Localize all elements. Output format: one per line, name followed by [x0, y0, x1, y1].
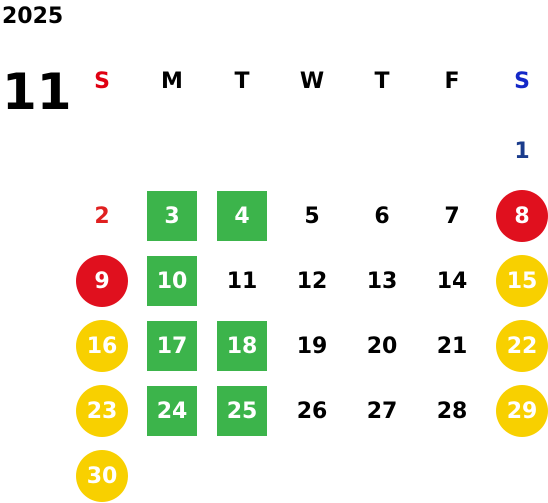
year-label: 2025 — [2, 4, 64, 29]
weekday-header-friday: F — [444, 68, 460, 94]
weekday-header-wednesday: W — [299, 68, 325, 94]
day-cell-24: 24 — [147, 386, 197, 436]
day-cell-13: 13 — [366, 268, 398, 294]
day-cell-6: 6 — [374, 203, 390, 229]
weekday-header-monday: M — [161, 68, 183, 94]
day-cell-5: 5 — [304, 203, 320, 229]
day-cell-1: 1 — [514, 138, 530, 164]
day-cell-3: 3 — [147, 191, 197, 241]
day-cell-27: 27 — [366, 398, 398, 424]
day-cell-21: 21 — [436, 333, 468, 359]
day-cell-26: 26 — [296, 398, 328, 424]
day-cell-2: 2 — [94, 203, 110, 229]
weekday-header-tuesday: T — [234, 68, 250, 94]
day-cell-17: 17 — [147, 321, 197, 371]
weekday-header-sunday: S — [94, 68, 110, 94]
day-cell-7: 7 — [444, 203, 460, 229]
day-cell-18: 18 — [217, 321, 267, 371]
weekday-header-thursday: T — [374, 68, 390, 94]
day-cell-14: 14 — [436, 268, 468, 294]
day-cell-12: 12 — [296, 268, 328, 294]
day-cell-9: 9 — [76, 255, 128, 307]
day-cell-23: 23 — [76, 385, 128, 437]
day-cell-22: 22 — [496, 320, 548, 372]
day-cell-11: 11 — [226, 268, 258, 294]
day-cell-16: 16 — [76, 320, 128, 372]
day-cell-10: 10 — [147, 256, 197, 306]
day-cell-30: 30 — [76, 450, 128, 502]
weekday-header-saturday: S — [514, 68, 530, 94]
day-cell-29: 29 — [496, 385, 548, 437]
day-cell-19: 19 — [296, 333, 328, 359]
day-cell-8: 8 — [496, 190, 548, 242]
day-cell-4: 4 — [217, 191, 267, 241]
day-cell-28: 28 — [436, 398, 468, 424]
day-cell-20: 20 — [366, 333, 398, 359]
day-cell-15: 15 — [496, 255, 548, 307]
month-label: 11 — [2, 63, 72, 121]
day-cell-25: 25 — [217, 386, 267, 436]
